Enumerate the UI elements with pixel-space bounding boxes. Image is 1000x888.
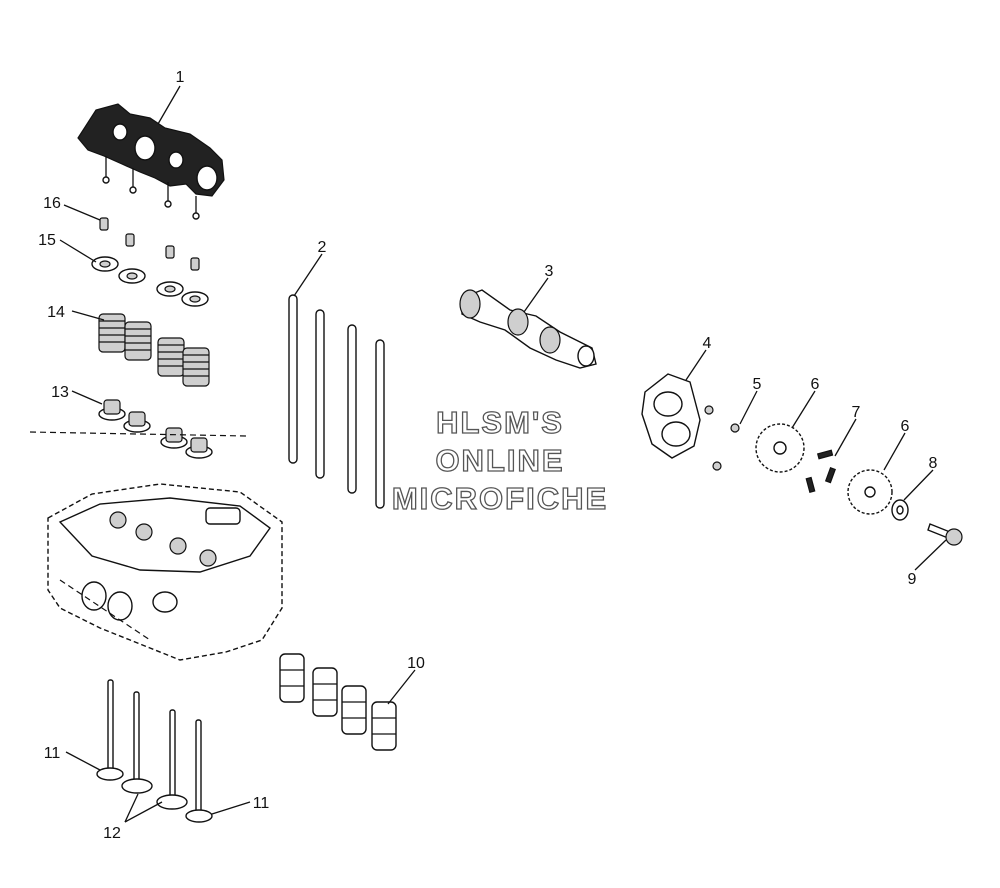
cylinder-head: [47, 483, 283, 661]
leader-lines: [59, 85, 947, 823]
callout-3: 3: [545, 263, 554, 280]
camshaft: [459, 289, 597, 369]
valve-lifters: [279, 653, 397, 751]
callout-7: 7: [852, 404, 861, 421]
rocker-arm-assembly: [77, 103, 225, 220]
screws: [704, 405, 740, 471]
callout-8: 8: [929, 455, 938, 472]
valve-keepers: [99, 217, 200, 271]
callout-16: 16: [43, 195, 61, 212]
callout-11-left: 11: [44, 745, 61, 762]
washer: [891, 499, 909, 521]
watermark-line-2: ONLINE: [435, 443, 564, 478]
watermark: HLSM'S ONLINE MICROFICHE: [391, 404, 608, 516]
spring-retainers: [91, 256, 209, 307]
callout-6-gear-2: 6: [901, 418, 910, 435]
cover-plate: [641, 373, 701, 459]
push-rods: [288, 294, 385, 509]
callout-9: 9: [908, 571, 917, 588]
callout-12: 12: [103, 825, 121, 842]
watermark-line-3: MICROFICHE: [392, 481, 608, 516]
callout-15: 15: [38, 232, 56, 249]
bolt: [927, 523, 963, 546]
callout-11-right: 11: [253, 795, 270, 812]
callout-14: 14: [47, 304, 65, 321]
valve-stem-seals: [29, 399, 247, 459]
callout-1: 1: [176, 69, 185, 86]
callout-2: 2: [318, 239, 327, 256]
dowel-pins: [805, 449, 836, 494]
valves: [96, 679, 213, 823]
callout-13: 13: [51, 384, 69, 401]
cam-gears: [755, 423, 893, 515]
callout-labels: 1 2 3 4 5 6 7 6 8 9 10 11 11 12 13 14 15…: [38, 69, 937, 842]
callout-5: 5: [753, 376, 762, 393]
callout-10: 10: [407, 655, 425, 672]
callout-6-gear-1: 6: [811, 376, 820, 393]
valve-springs: [98, 313, 210, 387]
watermark-line-1: HLSM'S: [436, 405, 564, 440]
callout-4: 4: [703, 335, 712, 352]
